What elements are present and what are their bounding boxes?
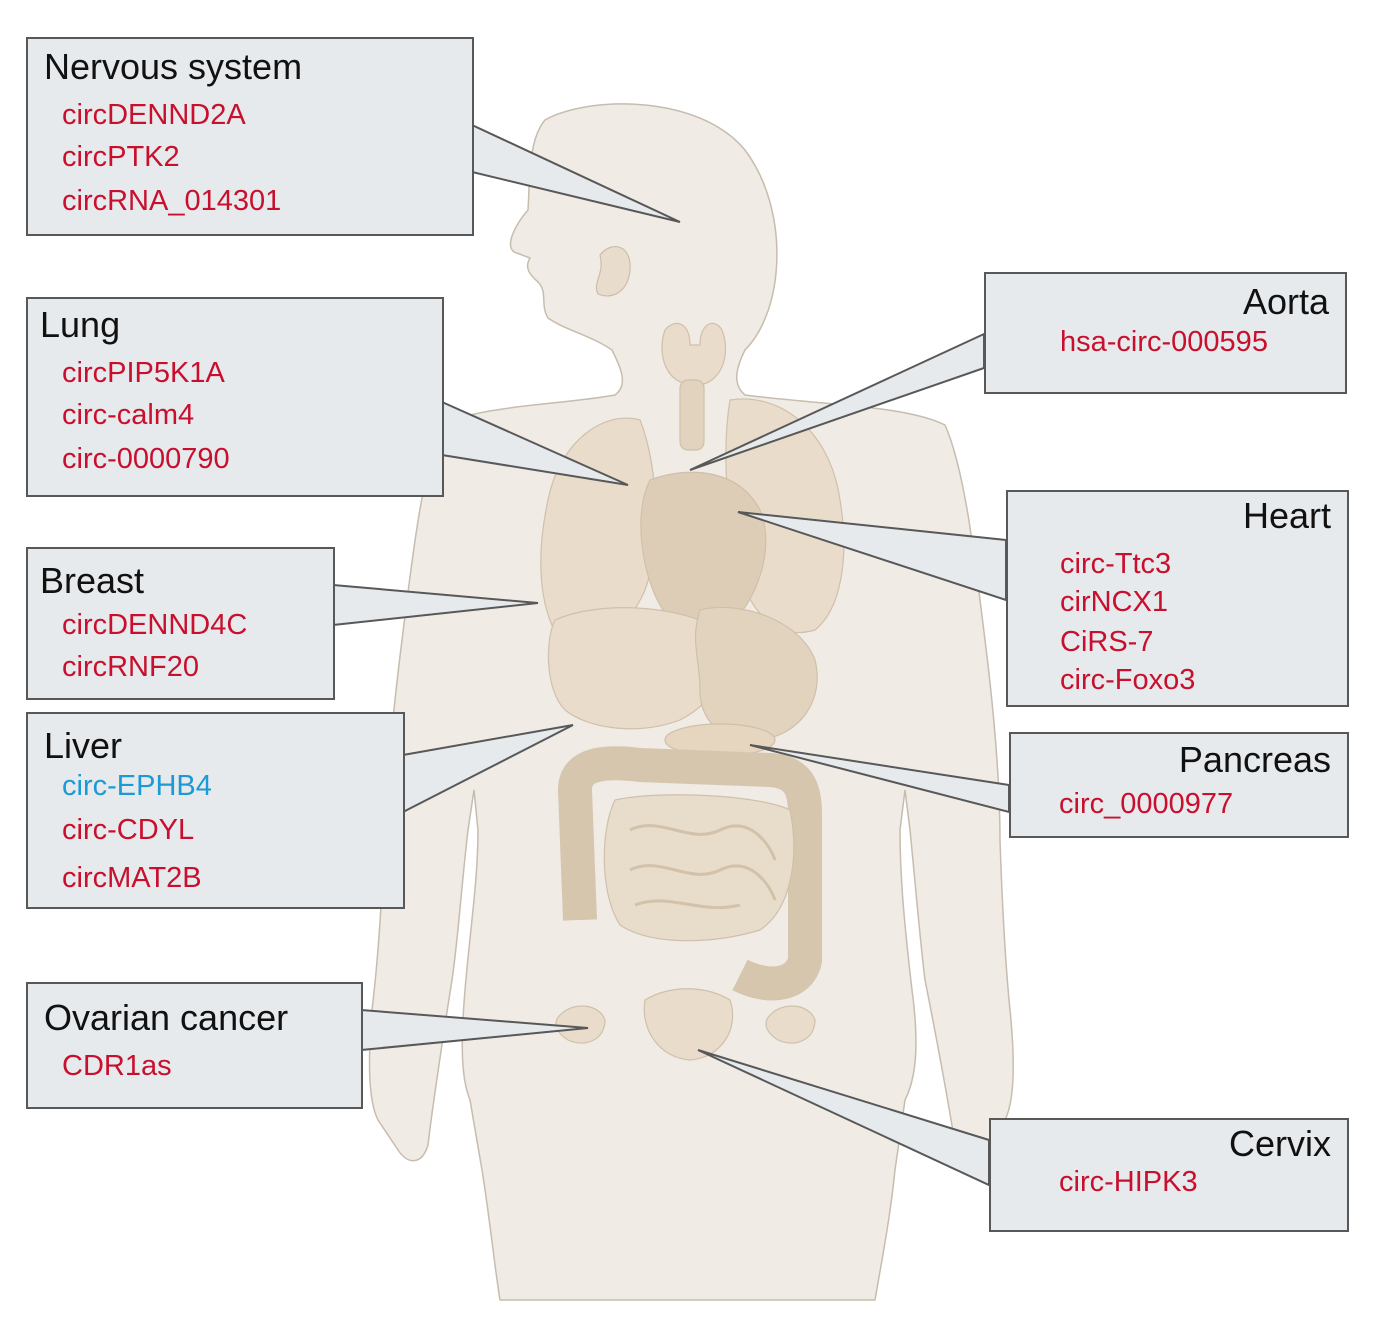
callout-title: Liver	[44, 725, 123, 766]
circrna-item: circ-CDYL	[62, 814, 195, 846]
circrna-item: circ-Foxo3	[1060, 664, 1196, 696]
circrna-item: CiRS-7	[1060, 626, 1154, 658]
circrna-item: CDR1as	[62, 1050, 172, 1082]
large-intestine	[557, 746, 822, 1001]
circrna-item: circ-0000790	[62, 443, 230, 475]
callout-liver: Liver circ-EPHB4 circ-CDYL circMAT2B	[26, 712, 405, 909]
callout-ovarian-cancer: Ovarian cancer CDR1as	[26, 982, 363, 1109]
circrna-item: circ-EPHB4	[62, 770, 212, 802]
callout-pointers	[332, 123, 1010, 1187]
callout-cervix: Cervix circ-HIPK3	[989, 1118, 1349, 1232]
circrna-item: circDENND2A	[62, 99, 246, 131]
circrna-item: circDENND4C	[62, 609, 248, 641]
ear	[595, 246, 631, 297]
circrna-item: cirNCX1	[1060, 586, 1168, 618]
callout-title: Nervous system	[44, 46, 303, 87]
callout-breast: Breast circDENND4C circRNF20	[26, 547, 335, 700]
callout-title: Cervix	[1228, 1123, 1331, 1164]
circrna-item: circRNF20	[62, 651, 199, 683]
callout-title: Ovarian cancer	[44, 997, 289, 1038]
callout-lung: Lung circPIP5K1A circ-calm4 circ-0000790	[26, 297, 444, 497]
callout-title: Aorta	[1242, 281, 1329, 322]
small-intestine	[603, 794, 795, 942]
callout-heart: Heart circ-Ttc3 cirNCX1 CiRS-7 circ-Foxo…	[1006, 490, 1349, 707]
circrna-item: circPIP5K1A	[62, 357, 225, 389]
thyroid	[661, 322, 727, 386]
circrna-item: circ-HIPK3	[1059, 1166, 1198, 1198]
callout-nervous-system: Nervous system circDENND2A circPTK2 circ…	[26, 37, 474, 236]
callout-pancreas: Pancreas circ_0000977	[1009, 732, 1349, 838]
trachea	[679, 379, 705, 451]
circrna-item: circ-calm4	[62, 399, 195, 431]
circrna-item: circ_0000977	[1059, 788, 1234, 820]
callout-aorta: Aorta hsa-circ-000595	[984, 272, 1347, 394]
organs	[540, 322, 845, 1061]
intestine-coils	[629, 824, 777, 910]
liver-organ	[547, 607, 727, 730]
circrna-item: circ-Ttc3	[1060, 548, 1172, 580]
circrna-item: circMAT2B	[62, 862, 202, 894]
callout-title: Heart	[1242, 495, 1331, 536]
circrna-item: hsa-circ-000595	[1060, 326, 1268, 358]
callout-title: Lung	[40, 304, 121, 345]
circrna-item: circRNA_014301	[62, 185, 282, 217]
callout-title: Pancreas	[1178, 739, 1331, 780]
circrna-item: circPTK2	[62, 141, 180, 173]
callout-title: Breast	[40, 560, 145, 601]
